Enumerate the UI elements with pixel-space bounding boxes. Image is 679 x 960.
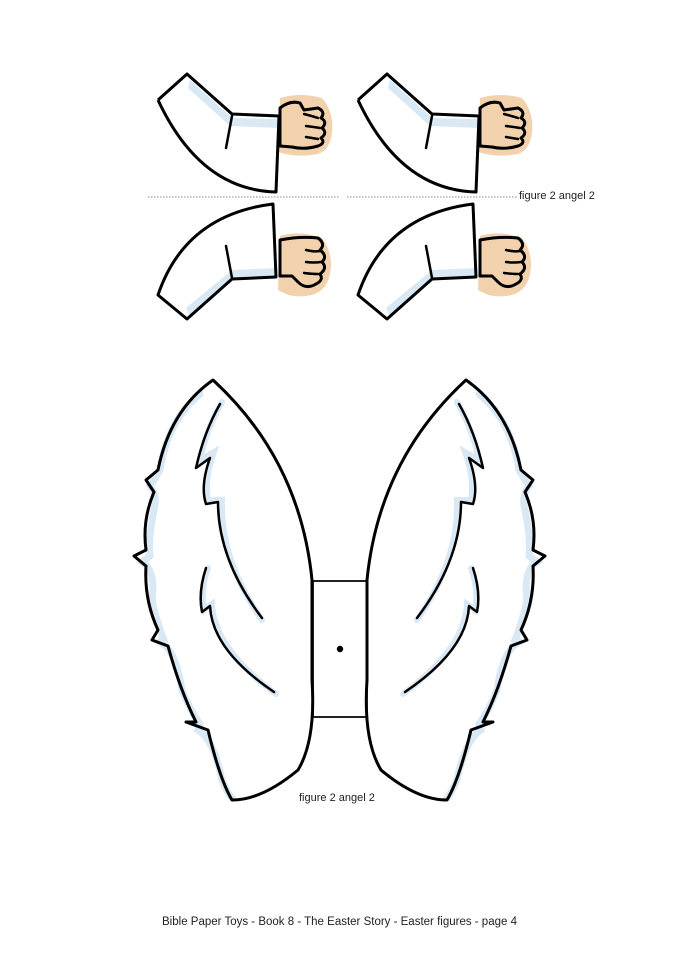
page-footer: Bible Paper Toys - Book 8 - The Easter S… bbox=[162, 916, 517, 928]
lower-left-arm-piece bbox=[156, 202, 333, 321]
lower-right-arm-piece bbox=[356, 202, 533, 321]
upper-right-arm-piece bbox=[356, 72, 534, 194]
wings-piece bbox=[134, 380, 545, 800]
center-dot bbox=[336, 645, 344, 653]
wings-label: figure 2 angel 2 bbox=[299, 792, 375, 804]
upper-left-arm-piece bbox=[156, 72, 334, 194]
fold-line-label: figure 2 angel 2 bbox=[519, 190, 595, 202]
